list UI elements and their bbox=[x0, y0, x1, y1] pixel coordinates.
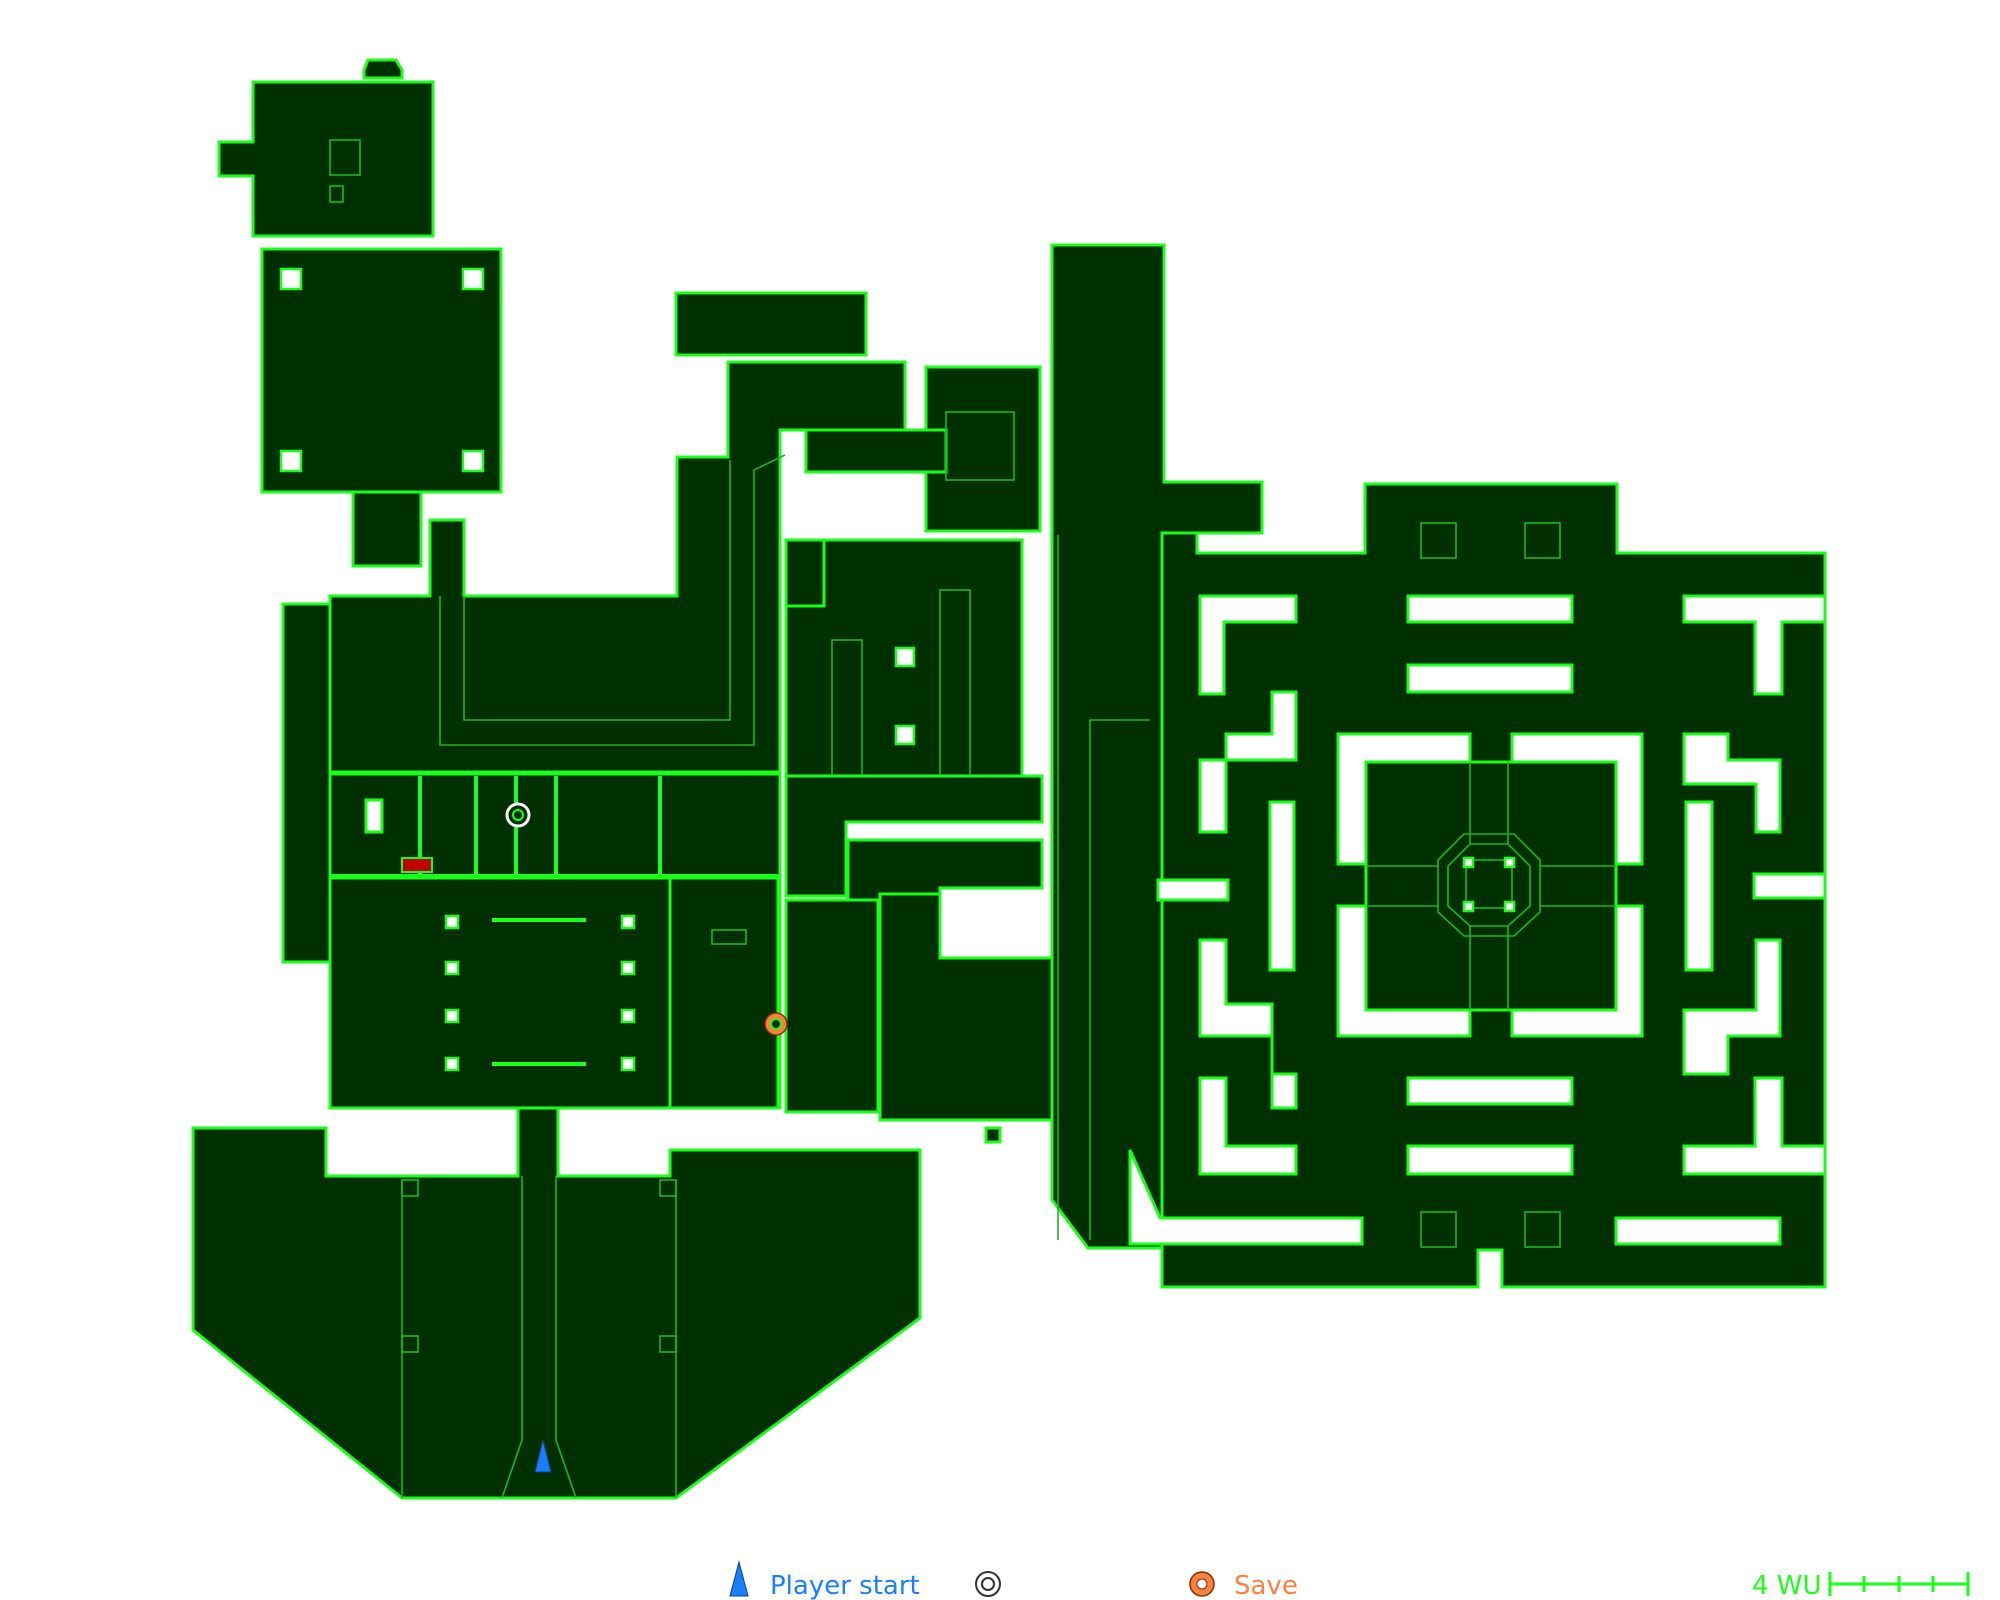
east-central-rooms bbox=[711, 838, 1054, 1144]
item-icon[interactable] bbox=[505, 802, 531, 828]
north-tower-room bbox=[217, 58, 435, 238]
legend-save-label: Save bbox=[1234, 1571, 1298, 1600]
legend-player-start-label: Player start bbox=[770, 1571, 920, 1600]
save-icon[interactable] bbox=[764, 1012, 788, 1036]
tower-hall-room bbox=[260, 247, 503, 568]
legend-player-start-icon bbox=[729, 1560, 749, 1597]
scale-ruler bbox=[1828, 1572, 1970, 1596]
entrance-hall bbox=[191, 1106, 922, 1500]
central-rooms bbox=[328, 772, 782, 1110]
legend-item-icon bbox=[975, 1571, 1001, 1597]
scale-label: 4 WU bbox=[1752, 1571, 1822, 1600]
labyrinth bbox=[1128, 482, 1827, 1289]
legend-save-icon bbox=[1189, 1571, 1215, 1597]
scale-bar: 4 WU bbox=[1752, 1571, 1970, 1600]
legend: Player start Save bbox=[729, 1560, 1298, 1600]
library-room bbox=[784, 538, 1044, 898]
player-start-icon bbox=[534, 1439, 552, 1473]
